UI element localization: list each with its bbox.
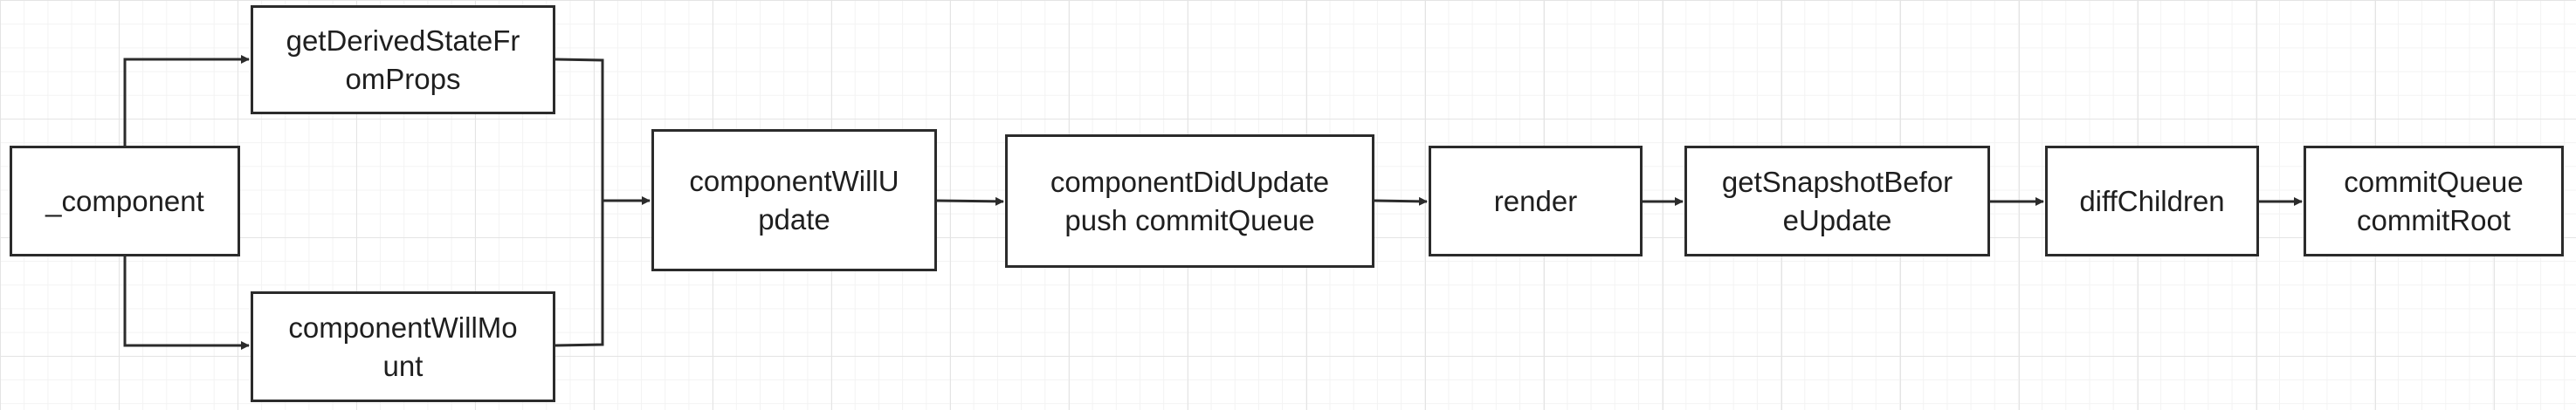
node-label: getDerivedStateFr omProps (286, 24, 520, 95)
edge-component-to-gdsfp (123, 55, 250, 146)
edge-cdu-to-render (1374, 196, 1428, 206)
node-diff-children: diffChildren (2045, 146, 2259, 256)
edges (123, 55, 2303, 350)
edge-cwm-to-cwu (554, 201, 604, 347)
node-label: render (1493, 184, 1578, 217)
node-render: render (1429, 146, 1643, 256)
node-label: diffChildren (2079, 184, 2225, 217)
node-get-derived-state-from-props: getDerivedStateFr omProps (251, 5, 555, 114)
node-label: _component (45, 184, 204, 217)
node-get-snapshot-before-update: getSnapshotBefor eUpdate (1684, 146, 1990, 256)
node-commit-queue-commit-root: commitQueue commitRoot (2304, 146, 2564, 256)
node-component-did-update: componentDidUpdate push commitQueue (1005, 134, 1374, 268)
node-label: componentWillMo unt (288, 311, 518, 382)
edge-gdsfp-to-cwu (554, 58, 604, 201)
edge-cwu-to-cdu (936, 196, 1004, 206)
node-label: componentWillU pdate (689, 164, 899, 236)
node-component: _component (10, 146, 240, 256)
edge-component-to-cwm (123, 256, 250, 350)
node-label: getSnapshotBefor eUpdate (1721, 165, 1953, 236)
node-label: commitQueue commitRoot (2344, 165, 2524, 236)
node-component-will-update: componentWillU pdate (651, 129, 937, 271)
node-component-will-mount: componentWillMo unt (251, 291, 555, 402)
node-label: componentDidUpdate push commitQueue (1050, 165, 1330, 236)
